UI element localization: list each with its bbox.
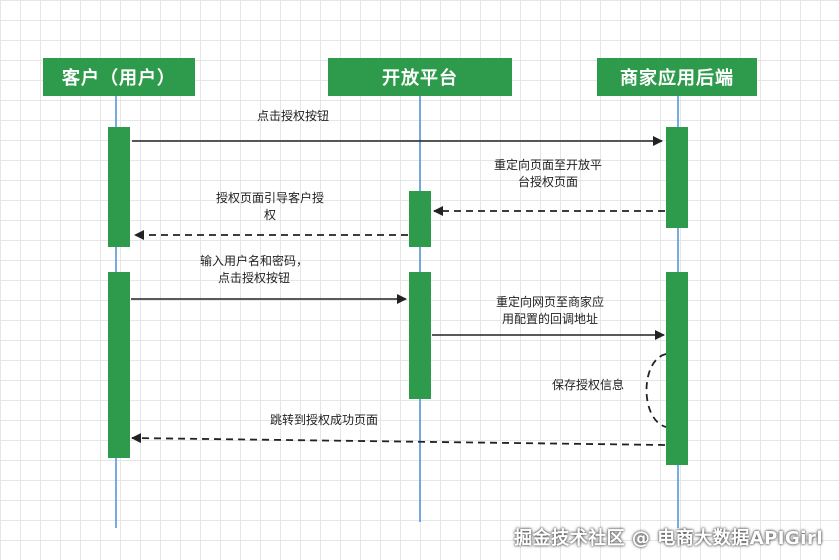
arrow-m6-self xyxy=(645,353,667,428)
activation-platform-1 xyxy=(409,191,431,247)
activation-merchant-1 xyxy=(666,127,688,228)
watermark: 掘金技术社区 @ 电商大数据APIGirl xyxy=(514,528,823,549)
activation-client-1 xyxy=(108,127,130,247)
activation-merchant-2 xyxy=(666,272,688,465)
label-m3: 授权页面引导客户授 权 xyxy=(215,191,324,222)
label-m6: 保存授权信息 xyxy=(551,378,624,392)
label-m7: 跳转到授权成功页面 xyxy=(269,413,378,427)
label-m1: 点击授权按钮 xyxy=(256,109,329,123)
label-m5: 重定向网页至商家应 用配置的回调地址 xyxy=(495,295,604,326)
activation-client-2 xyxy=(108,272,130,458)
actor-merchant: 商家应用后端 xyxy=(597,58,757,96)
arrow-m7 xyxy=(131,433,666,446)
activation-platform-2 xyxy=(409,272,431,399)
label-m2: 重定向页面至开放平 台授权页面 xyxy=(493,158,602,189)
actor-platform: 开放平台 xyxy=(328,58,512,96)
label-m4: 输入用户名和密码， 点击授权按钮 xyxy=(199,254,308,285)
actor-client: 客户（用户） xyxy=(43,58,195,96)
